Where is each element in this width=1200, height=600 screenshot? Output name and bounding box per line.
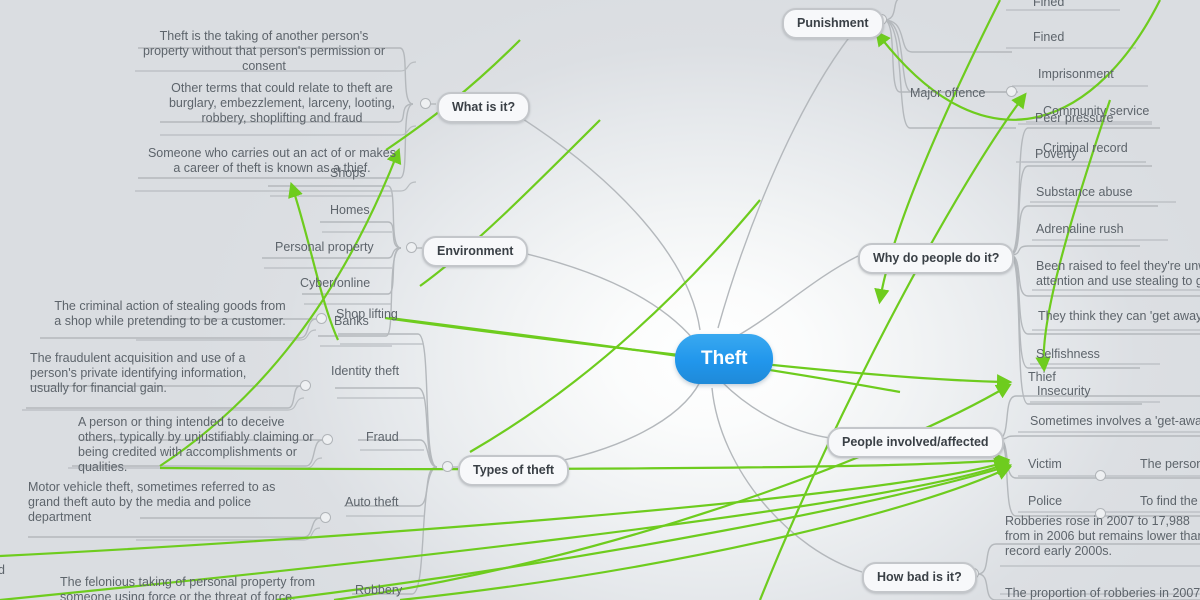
environment-child-shops[interactable]: Shops [330,166,366,180]
types-child-fraud[interactable]: Fraud [366,430,399,444]
types-note-shop-lifting[interactable]: The criminal action of stealing goods fr… [54,299,286,328]
branch-label-punishment: Punishment [797,16,869,30]
why-child-been-raised-line2: attention and use stealing to ga [1036,274,1200,288]
people-note-victim[interactable]: The person who [1140,457,1200,471]
branch-node-what-is-it[interactable]: What is it? [437,92,531,123]
branch-label-types-of-theft: Types of theft [473,463,555,477]
connector-dot-fraud-note[interactable] [322,434,333,445]
branch-node-why-do-people-do-it[interactable]: Why do people do it? [858,243,1015,274]
environment-child-personal-property[interactable]: Personal property [275,240,374,254]
environment-child-homes[interactable]: Homes [330,203,370,217]
people-child-victim[interactable]: Victim [1028,457,1062,471]
connector-dot-identity-note[interactable] [300,380,311,391]
connector-dot-victim[interactable] [1095,470,1106,481]
connector-dot-majoroffence[interactable] [1006,86,1017,97]
why-child-get-away-with-it[interactable]: They think they can 'get away w [1038,309,1200,323]
types-note-identity-theft[interactable]: The fraudulent acquisition and use of a … [30,351,247,395]
branch-label-what-is-it: What is it? [452,100,516,114]
connector-dot-whatisit[interactable] [420,98,431,109]
branch-label-environment: Environment [437,244,514,258]
people-child-thief[interactable]: Thief [1028,370,1056,384]
what-is-it-child-2[interactable]: Someone who carries out an act of or mak… [147,146,397,175]
environment-child-cyber-online[interactable]: Cyber/online [300,276,371,290]
green-curve-long-1 [389,316,901,394]
people-child-police[interactable]: Police [1028,494,1063,508]
branch-node-how-bad-is-it[interactable]: How bad is it? [862,562,977,593]
why-child-adrenaline-rush[interactable]: Adrenaline rush [1036,222,1124,236]
connector-dot-auto-note[interactable] [320,512,331,523]
types-child-shop-lifting[interactable]: Shop lifting [336,307,398,321]
why-child-selfishness[interactable]: Selfishness [1036,347,1100,361]
howbad-child-1[interactable]: The proportion of robberies in 2007 in [1005,586,1200,600]
edge-fragment-bottom-left: d [0,563,5,577]
what-is-it-child-1[interactable]: Other terms that could relate to theft a… [168,81,396,125]
branch-node-people-involved[interactable]: People involved/affected [827,427,1004,458]
punishment-child-fined-2[interactable]: Fined [1033,30,1065,44]
people-note-police[interactable]: To find the crimi [1140,494,1200,508]
branch-node-types-of-theft[interactable]: Types of theft [458,455,570,486]
why-child-peer-pressure[interactable]: Peer pressure [1035,111,1114,125]
why-child-poverty[interactable]: Poverty [1035,147,1078,161]
types-note-auto-theft[interactable]: Motor vehicle theft, sometimes referred … [28,480,276,524]
why-child-insecurity[interactable]: Insecurity [1037,384,1091,398]
types-child-auto-theft[interactable]: Auto theft [345,495,399,509]
branch-label-people-involved: People involved/affected [842,435,989,449]
what-is-it-child-0[interactable]: Theft is the taking of another person's … [142,29,386,73]
why-child-been-raised-line1[interactable]: Been raised to feel they're unwo [1036,259,1200,273]
punishment-child-fined-1[interactable]: Fined [1033,0,1065,9]
root-node-theft[interactable]: Theft [675,334,774,384]
types-child-robbery[interactable]: Robbery [355,583,403,597]
environment-child-banks[interactable]: Banks [334,314,369,328]
punishment-child-criminal-record[interactable]: Criminal record [1043,141,1128,155]
root-node-label: Theft [701,348,748,369]
connector-dot-police[interactable] [1095,508,1106,519]
people-note-thief[interactable]: Sometimes involves a 'get-away t [1030,414,1200,428]
punishment-child-imprisonment[interactable]: Imprisonment [1038,67,1114,81]
branch-label-why-do-people-do-it: Why do people do it? [873,251,1000,265]
punishment-child-major-offence[interactable]: Major offence [910,86,986,100]
branch-node-punishment[interactable]: Punishment [782,8,884,39]
howbad-child-0[interactable]: Robberies rose in 2007 to 17,988 from in… [1005,514,1200,558]
branch-node-environment[interactable]: Environment [422,236,529,267]
connector-dot-shoplifting-note[interactable] [316,313,327,324]
types-note-fraud[interactable]: A person or thing intended to deceive ot… [78,415,314,474]
branch-label-how-bad-is-it: How bad is it? [877,570,962,584]
types-note-robbery[interactable]: The felonious taking of personal propert… [60,575,315,600]
connector-dot-types[interactable] [442,461,453,472]
why-child-substance-abuse[interactable]: Substance abuse [1036,185,1133,199]
punishment-child-community-service[interactable]: Community service [1043,104,1150,118]
types-child-identity-theft[interactable]: Identity theft [331,364,400,378]
connector-dot-environment[interactable] [406,242,417,253]
